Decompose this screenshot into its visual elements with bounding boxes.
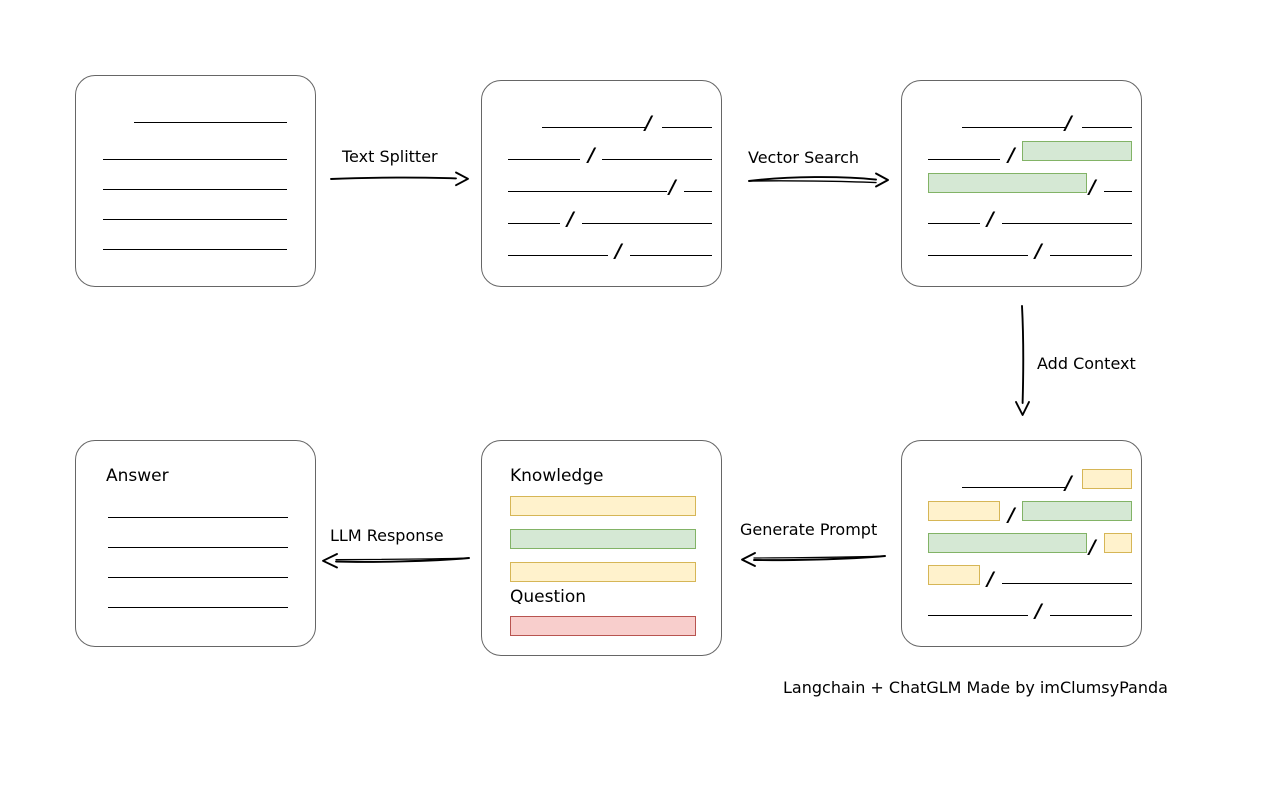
context-chunks-box[interactable]: / / / / / [901,440,1142,647]
chunk-separator: / [987,208,994,230]
chunk-line [630,255,712,256]
chunk-separator: / [669,176,676,198]
footer-credit: Langchain + ChatGLM Made by imClumsyPand… [783,678,1168,697]
matched-chunk-green[interactable] [928,173,1087,193]
answer-line [108,547,288,548]
chunk-line [928,223,980,224]
arrow-label-llm-response: LLM Response [330,526,444,545]
chunk-separator: / [588,144,595,166]
chunk-line [928,159,1000,160]
matched-chunk-green[interactable] [1022,141,1132,161]
question-label: Question [510,587,587,607]
chunk-line [1002,223,1132,224]
arrow-label-generate-prompt: Generate Prompt [740,520,878,539]
chunk-line [962,487,1065,488]
chunk-line [1050,255,1132,256]
document-line [134,122,287,123]
chunk-line [962,127,1065,128]
matched-chunks-box[interactable]: / / / / / [901,80,1142,287]
arrow-generate-prompt [741,552,886,567]
document-line [103,219,287,220]
split-chunks-box[interactable]: / / / / / [481,80,722,287]
arrow-llm-response [322,553,470,569]
prompt-box[interactable]: Knowledge Question [481,440,722,656]
chunk-separator: / [1035,240,1042,262]
arrow-add-context [1015,305,1030,416]
chunk-line [602,159,712,160]
arrow-label-text-splitter: Text Splitter [342,147,438,166]
chunk-separator: / [1089,176,1096,198]
chunk-line [542,127,645,128]
answer-box[interactable]: Answer [75,440,316,647]
chunk-line [1050,615,1132,616]
context-chunk-yellow[interactable] [1082,469,1132,489]
chunk-line [662,127,712,128]
chunk-separator: / [1008,504,1015,526]
chunk-separator: / [567,208,574,230]
chunk-line [1104,191,1132,192]
source-document-box[interactable] [75,75,316,287]
chunk-line [582,223,712,224]
answer-line [108,577,288,578]
chunk-line [928,255,1028,256]
chunk-separator: / [1065,112,1072,134]
chunk-separator: / [645,112,652,134]
chunk-line [508,223,560,224]
context-chunk-yellow[interactable] [1104,533,1132,553]
chunk-separator: / [1008,144,1015,166]
chunk-line [508,191,667,192]
chunk-separator: / [1065,472,1072,494]
knowledge-bar-yellow[interactable] [510,562,696,582]
chunk-separator: / [1035,600,1042,622]
chunk-separator: / [615,240,622,262]
matched-chunk-green[interactable] [928,533,1087,553]
document-line [103,159,287,160]
matched-chunk-green[interactable] [1022,501,1132,521]
document-line [103,189,287,190]
chunk-line [1082,127,1132,128]
chunk-separator: / [1089,536,1096,558]
knowledge-bar-green[interactable] [510,529,696,549]
knowledge-bar-yellow[interactable] [510,496,696,516]
answer-line [108,517,288,518]
chunk-separator: / [987,568,994,590]
arrow-vector-search [748,172,889,188]
knowledge-label: Knowledge [510,466,604,486]
chunk-line [684,191,712,192]
document-line [103,249,287,250]
context-chunk-yellow[interactable] [928,565,980,585]
arrow-label-vector-search: Vector Search [748,148,860,167]
chunk-line [1002,583,1132,584]
context-chunk-yellow[interactable] [928,501,1000,521]
question-bar-red[interactable] [510,616,696,636]
chunk-line [928,615,1028,616]
answer-label: Answer [106,466,169,486]
chunk-line [508,159,580,160]
arrow-label-add-context: Add Context [1037,354,1136,373]
arrow-text-splitter [330,171,469,187]
answer-line [108,607,288,608]
chunk-line [508,255,608,256]
